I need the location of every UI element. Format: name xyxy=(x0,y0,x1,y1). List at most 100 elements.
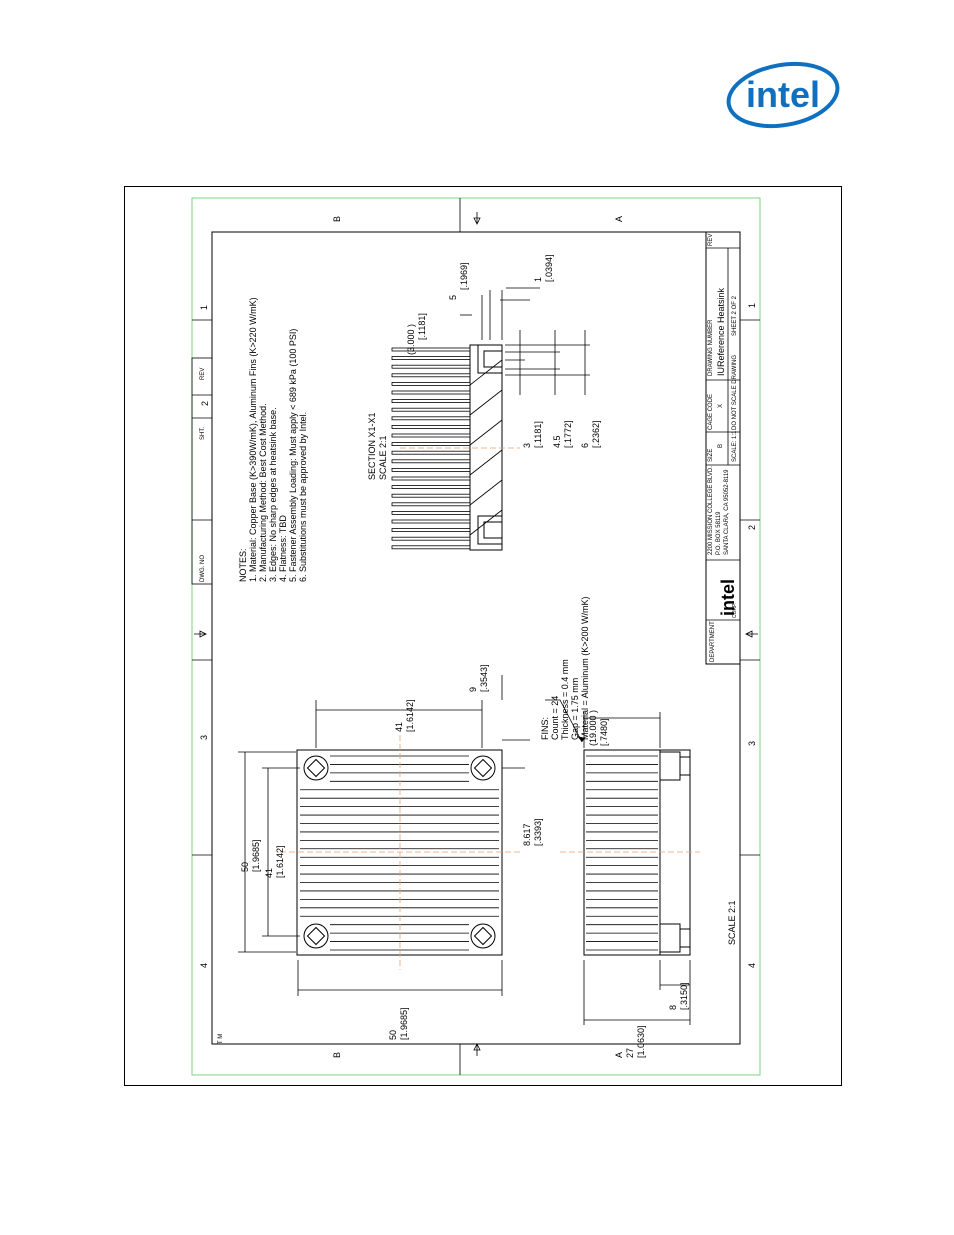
sheet-count: SHEET 2 OF 2 xyxy=(732,295,738,336)
zone-label: B xyxy=(332,216,342,222)
department-label: DEPARTMENT xyxy=(710,621,716,662)
zone-label: 3 xyxy=(199,735,209,740)
fin xyxy=(391,519,471,524)
fin xyxy=(391,467,471,472)
dim-text: [.1772] xyxy=(563,420,573,448)
note-line: 3. Edges: No sharp edges at heatsink bas… xyxy=(268,407,278,582)
fin xyxy=(391,424,471,429)
fin xyxy=(391,373,471,378)
zone-label: 4 xyxy=(747,963,757,968)
zone-label: A xyxy=(614,1052,624,1058)
fins-leader xyxy=(545,699,583,743)
dim-text: [1.0630] xyxy=(636,1025,646,1058)
section-screw-hole xyxy=(477,515,503,545)
section-base xyxy=(469,344,503,551)
title-block-frame xyxy=(705,231,741,665)
section-screw-hole xyxy=(477,344,503,374)
dwg-title: IUReference Heatsink xyxy=(716,287,726,376)
corner-mark: T M xyxy=(218,1034,224,1044)
zone-arrow-icon xyxy=(745,630,758,638)
dim-text: 8 xyxy=(668,1005,678,1010)
title-block-logo: intel xyxy=(718,579,738,616)
note-line: 6. Substitutions must be approved by Int… xyxy=(298,412,308,582)
fin xyxy=(391,502,471,507)
dim-text: 41 xyxy=(264,868,274,878)
drawing-frame xyxy=(124,186,842,1086)
section-screw-head xyxy=(483,350,503,368)
dim-text: [1.9685] xyxy=(399,1007,409,1040)
fins-title: FINS: xyxy=(540,717,550,740)
rev-label: REV xyxy=(708,234,714,246)
side-view-screw-tip xyxy=(679,928,691,948)
dim-text: [.1181] xyxy=(533,421,543,448)
side-view-base xyxy=(659,749,691,956)
fin xyxy=(391,476,471,481)
top-view: 41 [1.6142] 9 [.3543] 50 [1.9685] 41 [1.… xyxy=(238,664,737,1040)
section-dim-lines xyxy=(460,287,590,395)
dim-text: [1.6142] xyxy=(405,699,415,732)
zone-label: 1 xyxy=(199,305,209,310)
side-view-screw xyxy=(659,751,681,781)
dim-text: [1.9685] xyxy=(251,839,261,872)
dim-text: [.1969] xyxy=(459,262,469,290)
note-line: 1. Material: Copper Base (K>390W/mK), Al… xyxy=(248,297,258,582)
note-line: 4. Flatness: TBD xyxy=(278,515,288,582)
fin xyxy=(391,536,471,541)
dim-text: 1 xyxy=(533,277,543,282)
top-view-outline xyxy=(296,749,503,956)
dim-text: (3.000 ) xyxy=(406,324,416,355)
fin xyxy=(391,416,471,421)
section-hatch xyxy=(469,359,503,536)
dim-text: [1.6142] xyxy=(275,845,285,878)
fin xyxy=(391,381,471,386)
section-view: SECTION X1-X1 SCALE 2:1 xyxy=(367,254,601,551)
side-view-screw xyxy=(659,923,681,953)
side-view: (19.000 ) [.7480] 8 [.3150] 27 [1.0630] xyxy=(560,710,700,1058)
dim-text: 50 xyxy=(240,862,250,872)
dim-text: 4.5 xyxy=(552,435,562,448)
fins-line: Material = Aluminum (K>200 W/mK) xyxy=(580,596,590,740)
section-scale: SCALE 2:1 xyxy=(378,435,388,480)
dim-text: 9 xyxy=(468,687,478,692)
size-value: B xyxy=(718,444,724,448)
dim-text: [.3393] xyxy=(533,818,543,846)
fins-line: Gap = 1.75 mm xyxy=(570,678,580,740)
zone-arrow-icon xyxy=(473,1043,481,1056)
side-view-dim-lines xyxy=(583,712,691,1025)
zone-label: A xyxy=(614,216,624,222)
dwg-no-label: DWG. NO xyxy=(200,555,206,582)
fin xyxy=(391,390,471,395)
cage-value: X xyxy=(718,404,724,408)
dim-text: 3 xyxy=(522,443,532,448)
fin xyxy=(391,485,471,490)
section-title: SECTION X1-X1 xyxy=(367,412,377,480)
screw-icon xyxy=(303,923,329,949)
top-view-screws xyxy=(303,755,496,949)
fin xyxy=(391,545,471,550)
side-view-fin-block xyxy=(583,749,661,956)
fins-line: Thickness = 0.4 mm xyxy=(560,659,570,740)
scale-label: SCALE: 1:1 xyxy=(732,430,738,462)
title-block: DEPARTMENT 2200 MISSION COLLEGE BLVD. P.… xyxy=(705,231,741,665)
size-label: SIZE xyxy=(708,449,714,462)
notes-block: NOTES: 1. Material: Copper Base (K>390W/… xyxy=(238,297,308,582)
fins-note: FINS: Count = 24 Thickness = 0.4 mm Gap … xyxy=(540,596,590,740)
dim-text: 41 xyxy=(394,722,404,732)
fin xyxy=(391,364,471,369)
note-line: 2. Manufacturing Method: Best Cost Metho… xyxy=(258,403,268,582)
fin xyxy=(391,459,471,464)
side-view-screw-tip xyxy=(679,756,691,776)
fin xyxy=(391,347,471,352)
screw-icon xyxy=(303,755,329,781)
logo-swoosh xyxy=(726,61,840,129)
screw-socket xyxy=(306,926,326,946)
zone-arrow-icon xyxy=(473,212,481,225)
logo-wordmark: intel xyxy=(746,74,820,115)
dwg-number-label: DRAWING NUMBER xyxy=(708,319,714,376)
top-view-dim-lines xyxy=(238,675,530,996)
sht-label: SHT. xyxy=(200,427,206,440)
zone-arrow-icon xyxy=(194,630,207,638)
leader-arrow-icon xyxy=(577,736,585,742)
fin xyxy=(391,356,471,361)
